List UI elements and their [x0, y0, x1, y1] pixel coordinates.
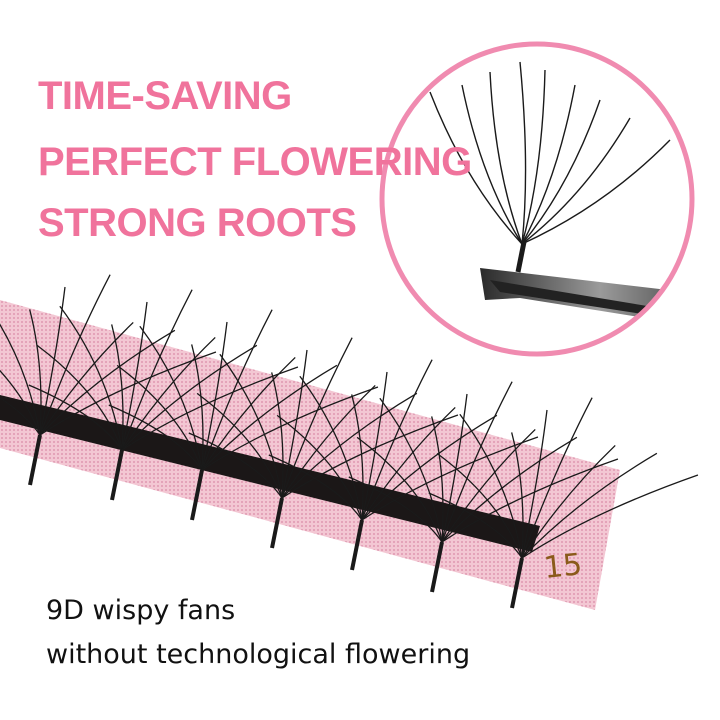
inset-lash	[519, 61, 527, 245]
inset-fan	[429, 61, 671, 273]
lash-fans	[0, 274, 699, 609]
inset-lash	[521, 99, 601, 245]
inset-border	[379, 41, 695, 357]
feature-strong-roots: STRONG ROOTS	[38, 201, 357, 245]
lash-cluster	[268, 359, 539, 571]
inset-lash	[521, 84, 576, 245]
length-label: 15	[542, 547, 584, 586]
caption-line-1: 9D wispy fans	[46, 595, 236, 626]
lash-cluster	[348, 381, 619, 593]
inset-lash	[429, 91, 523, 245]
inset-lash	[521, 117, 631, 245]
feature-perfect-flowering: PERFECT FLOWERING	[38, 140, 472, 184]
feature-time-saving: TIME-SAVING	[38, 74, 292, 118]
inset-lash	[521, 139, 671, 245]
inset-lash	[489, 71, 523, 245]
inset-lash	[461, 84, 523, 245]
lash-cluster	[428, 397, 699, 609]
lash-cluster	[0, 274, 217, 486]
inset-lash	[521, 69, 546, 245]
caption-line-2: without technological flowering	[46, 639, 471, 670]
lash-cluster	[28, 289, 299, 501]
